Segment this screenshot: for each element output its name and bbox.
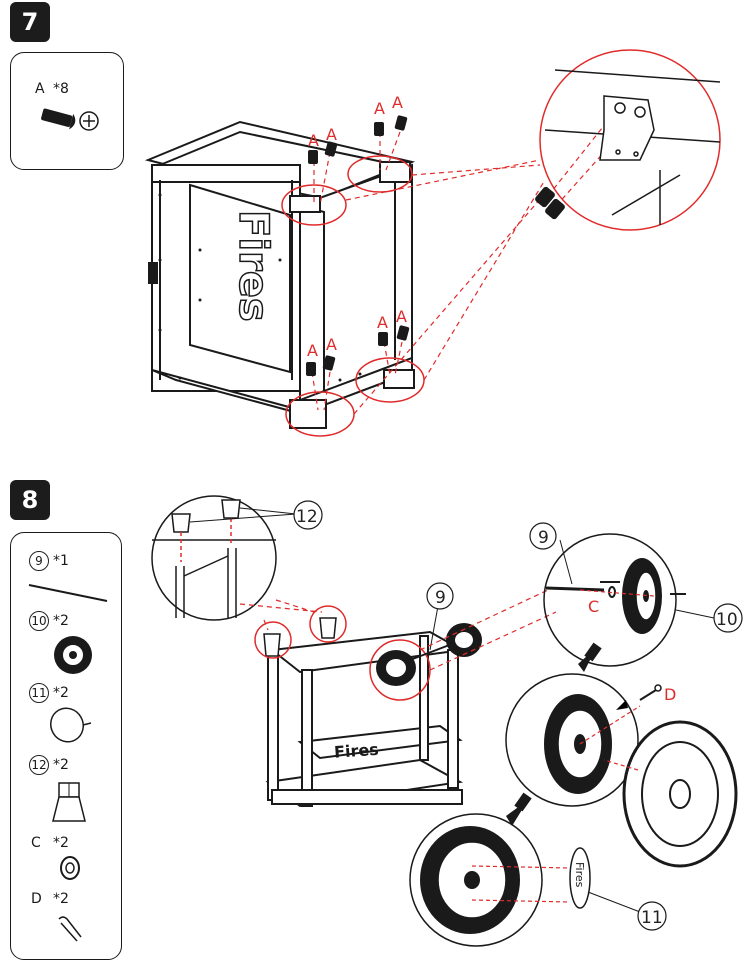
screw-icon <box>41 108 99 131</box>
callout-c: C <box>588 597 599 616</box>
zoom-pin-detail <box>505 673 662 807</box>
step-7-number: 7 <box>21 8 39 36</box>
part-c-qty: *2 <box>53 835 69 851</box>
part-c-id: C <box>31 835 41 851</box>
step-8-parts-box: 9 *1 10 *2 11 *2 12 *2 C *2 D *2 <box>10 532 122 960</box>
step-8-number: 8 <box>21 486 39 514</box>
cart-frame-step8 <box>265 630 466 808</box>
part-d-qty: *2 <box>53 891 69 907</box>
zoom-axle-detail <box>543 533 686 667</box>
callout-9-cart: 9 <box>435 588 446 608</box>
step-7-diagram: Fires <box>144 49 721 437</box>
part-9-circled-number: 9 <box>29 551 49 571</box>
brand-shelf-logo: Fires <box>333 740 379 762</box>
step-7-badge: 7 <box>10 2 50 42</box>
part-d-id: D <box>31 891 42 907</box>
part-a-label: A <box>35 81 45 97</box>
part-11-qty: *2 <box>53 685 69 701</box>
step-8-badge: 8 <box>10 480 50 520</box>
zoom-leg-caps <box>151 495 277 621</box>
wheel-icon <box>54 636 92 674</box>
callout-12: 12 <box>296 507 318 527</box>
brand-hubcap: Fires <box>573 862 586 888</box>
part-9-id: 9 <box>35 554 43 568</box>
callout-a-1: A <box>308 131 319 150</box>
callout-11: 11 <box>641 908 663 928</box>
callout-d: D <box>664 685 676 704</box>
part-9-qty: *1 <box>53 553 69 569</box>
part-12-id: 12 <box>31 758 47 772</box>
step-7-parts-box: A *8 <box>10 52 124 170</box>
callout-10: 10 <box>716 610 738 630</box>
callout-9-detail: 9 <box>538 528 549 548</box>
part-a-qty: *8 <box>53 81 69 97</box>
callout-a-6: A <box>396 307 407 326</box>
cart-frame-step7 <box>144 120 416 429</box>
zoom-hubcap-detail <box>409 813 591 947</box>
part-12-qty: *2 <box>53 757 69 773</box>
callout-a-5: A <box>377 313 388 332</box>
callout-a-4: A <box>392 93 403 112</box>
leg-cap-icon <box>52 782 86 822</box>
callout-a-8: A <box>326 335 337 354</box>
part-11-id: 11 <box>31 686 47 700</box>
step-7-detail-circles <box>281 49 721 437</box>
part-10-id: 10 <box>31 614 47 628</box>
brand-panel-logo: Fires <box>230 210 276 322</box>
part-10-qty: *2 <box>53 613 69 629</box>
wheel-large-right <box>603 720 738 868</box>
callout-a-3: A <box>374 99 385 118</box>
part-12-circled-number: 12 <box>29 755 49 775</box>
zoom-detail-screws <box>535 186 565 220</box>
part-11-circled-number: 11 <box>29 683 49 703</box>
callout-a-2: A <box>326 125 337 144</box>
callout-a-7: A <box>307 341 318 360</box>
washer-icon <box>60 856 80 880</box>
part-10-circled-number: 10 <box>29 611 49 631</box>
hubcap-icon <box>49 707 92 743</box>
axle-rod-icon <box>28 584 108 602</box>
cotter-pin-icon <box>58 916 82 942</box>
zoom-detail-bracket <box>544 69 721 225</box>
step-7-screws <box>306 115 410 376</box>
